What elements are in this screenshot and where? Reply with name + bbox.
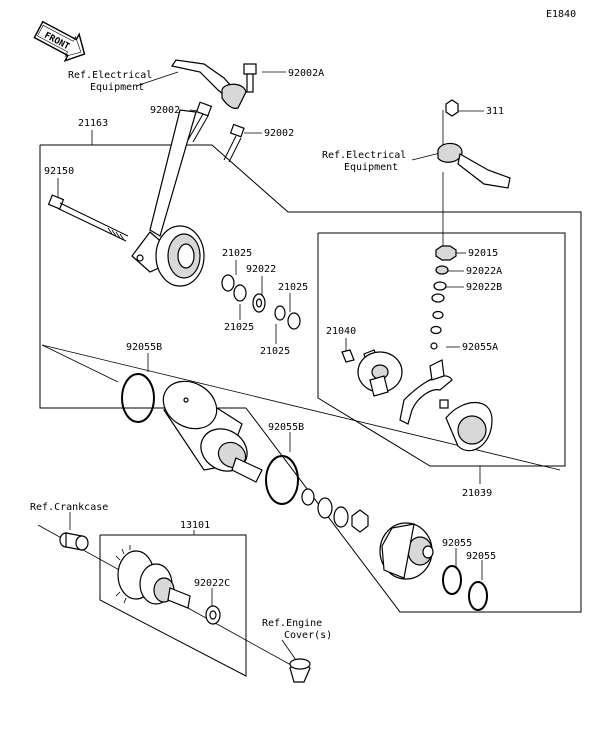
leader-lines bbox=[57, 71, 484, 661]
label-92002-a: 92002 bbox=[150, 105, 180, 116]
brush-holder bbox=[341, 349, 453, 425]
label-21025-b: 21025 bbox=[278, 282, 308, 293]
label-92015: 92015 bbox=[468, 248, 498, 259]
long-bolt-92150 bbox=[47, 194, 129, 242]
starter-cable-right bbox=[437, 99, 511, 189]
label-line: Cover(s) bbox=[284, 630, 332, 641]
brush-plate-21039 bbox=[445, 402, 493, 452]
label-21025-d: 21025 bbox=[260, 346, 290, 357]
label-92002-b: 92002 bbox=[264, 128, 294, 139]
label-92055-a: 92055 bbox=[442, 538, 472, 549]
washer-92022c bbox=[205, 605, 221, 625]
starter-front-cover bbox=[131, 109, 205, 287]
o-ring-92055b-right bbox=[265, 455, 299, 505]
label-311: 311 bbox=[486, 106, 504, 117]
label-ref-electrical-2-text: Ref.Electrical bbox=[322, 150, 406, 161]
o-ring-92055-b bbox=[468, 581, 488, 611]
label-21040: 21040 bbox=[326, 326, 356, 337]
label-ref-electrical-2: Ref.Electrical Equipment bbox=[322, 150, 412, 173]
label-92022c: 92022C bbox=[194, 578, 230, 589]
label-ref-engine-cover: Ref.Engine Cover(s) bbox=[262, 618, 332, 641]
label-ref-crankcase: Ref.Crankcase bbox=[30, 502, 108, 513]
o-ring-92055-a bbox=[442, 565, 462, 595]
starter-clutch-13101 bbox=[115, 545, 191, 609]
label-92055-b: 92055 bbox=[466, 551, 496, 562]
terminal-stack bbox=[430, 245, 457, 350]
starter-assembly-frame bbox=[39, 144, 582, 613]
front-arrow-icon: FRONT bbox=[33, 20, 86, 62]
label-21163: 21163 bbox=[78, 118, 108, 129]
label-line: Equipment bbox=[90, 82, 144, 93]
label-92022a: 92022A bbox=[466, 266, 502, 277]
label-21039: 21039 bbox=[462, 488, 492, 499]
clutch-frame bbox=[99, 534, 247, 677]
brush-holder-frame bbox=[317, 232, 566, 467]
label-92150: 92150 bbox=[44, 166, 74, 177]
label-92002a: 92002A bbox=[288, 68, 324, 79]
bolt-92002a bbox=[243, 63, 257, 93]
label-92022b: 92022B bbox=[466, 282, 502, 293]
label-ref-electrical-1-text: Ref.Electrical bbox=[68, 70, 152, 81]
label-13101: 13101 bbox=[180, 520, 210, 531]
label-ref-electrical-1: Ref.Electrical Equipment bbox=[68, 70, 158, 93]
starter-rear-cover bbox=[379, 522, 434, 580]
diagram-code: E1840 bbox=[546, 9, 576, 20]
bolt-92002-right bbox=[223, 123, 245, 163]
label-92055b-b: 92055B bbox=[268, 422, 304, 433]
washer-stack-front bbox=[221, 274, 301, 330]
o-ring-92055b-left bbox=[121, 373, 155, 423]
label-92055a: 92055A bbox=[462, 342, 498, 353]
starter-cable-left bbox=[171, 59, 247, 109]
label-ref-engine-cover-text: Ref.Engine bbox=[262, 618, 322, 629]
label-line: Equipment bbox=[344, 162, 398, 173]
starter-motor-yoke bbox=[162, 380, 263, 483]
crankcase-bushing bbox=[59, 532, 89, 551]
engine-cover-bushing bbox=[289, 658, 311, 683]
bolt-92002-top bbox=[187, 101, 213, 143]
label-21025-c: 21025 bbox=[224, 322, 254, 333]
shims-middle bbox=[301, 488, 369, 533]
label-92055b-a: 92055B bbox=[126, 342, 162, 353]
label-92022: 92022 bbox=[246, 264, 276, 275]
label-21025-a: 21025 bbox=[222, 248, 252, 259]
